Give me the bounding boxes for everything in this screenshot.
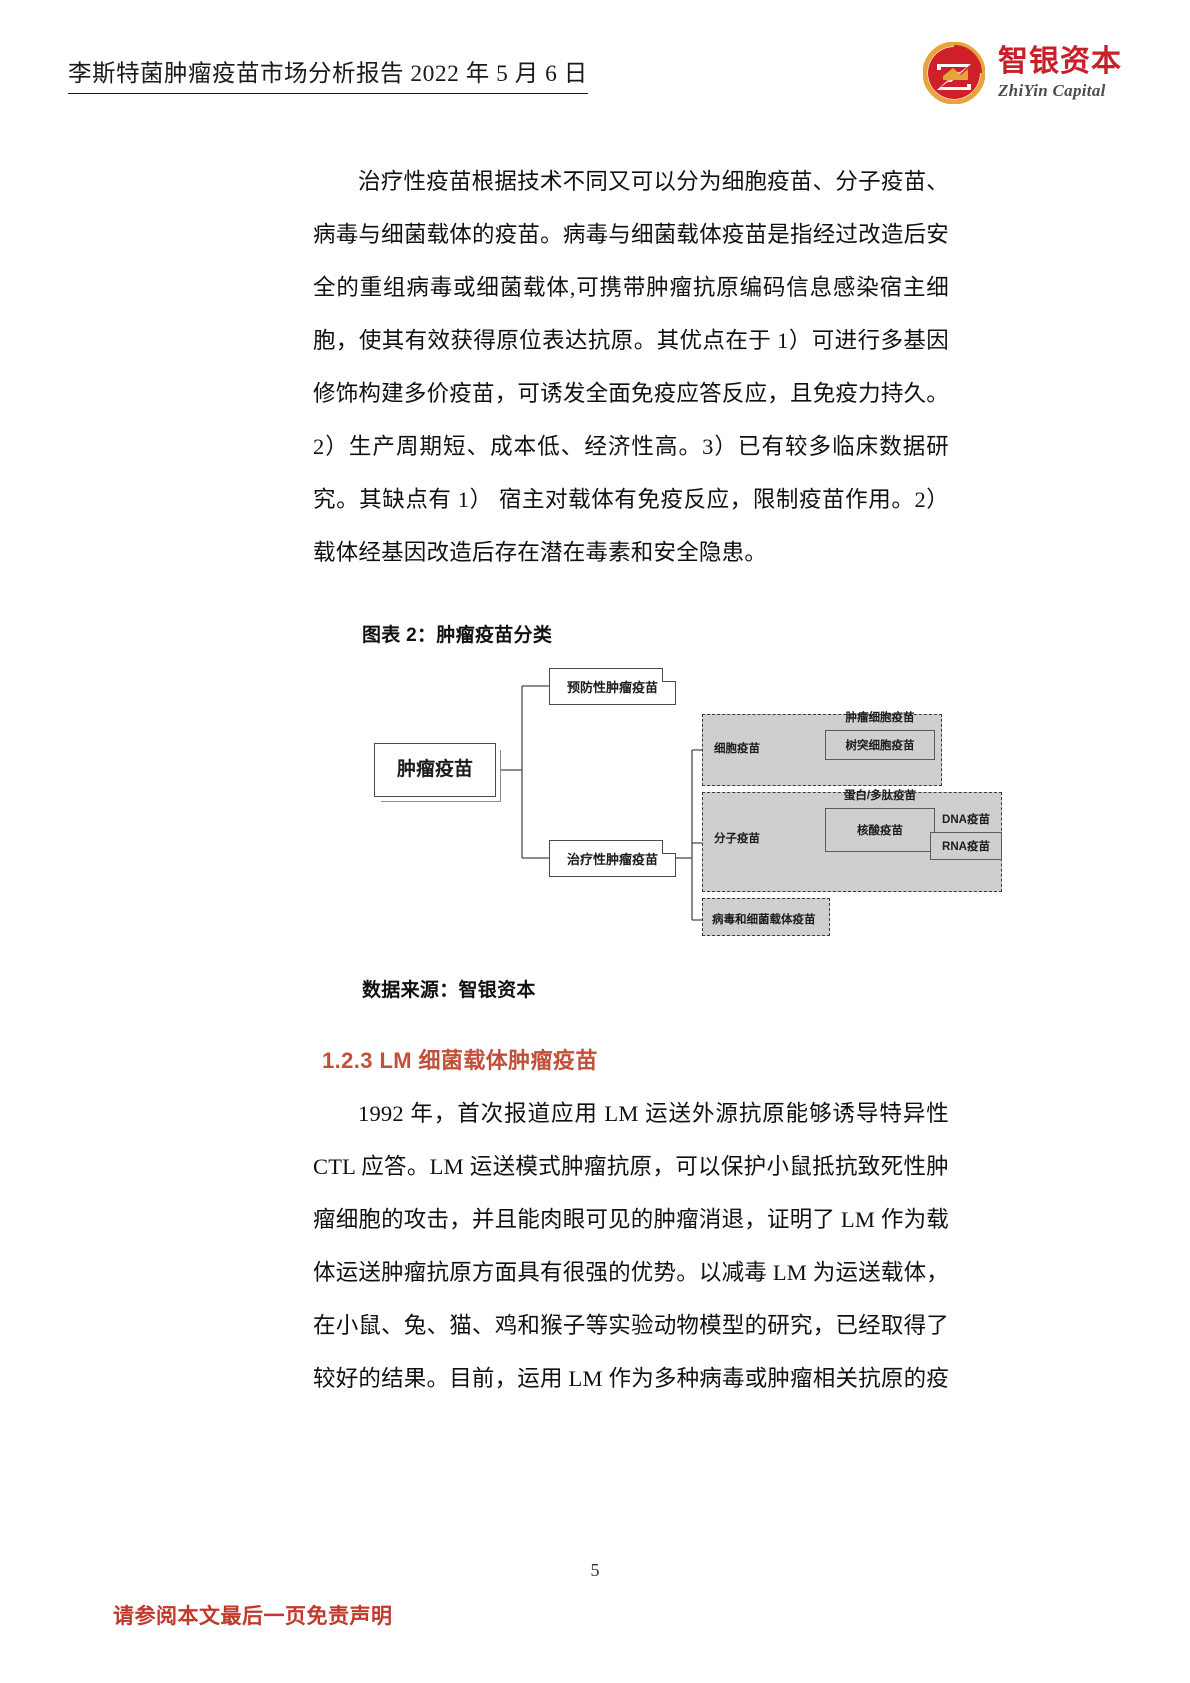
paragraph-1: 治疗性疫苗根据技术不同又可以分为细胞疫苗、分子疫苗、病毒与细菌载体的疫苗。病毒与…	[313, 169, 949, 565]
diagram-node-rna-vaccine: RNA疫苗	[930, 832, 1002, 860]
diagram-label-vector-vaccine: 病毒和细菌载体疫苗	[712, 914, 816, 926]
figure-source: 数据来源：智银资本	[362, 980, 536, 1001]
logo-company-name-cn: 智银资本	[998, 45, 1122, 78]
page-header: 李斯特菌肿瘤疫苗市场分析报告 2022 年 5 月 6 日 智银资本 ZhiYi…	[68, 41, 1122, 114]
footer-disclaimer: 请参阅本文最后一页免责声明	[113, 1605, 393, 1628]
diagram-node-dna-vaccine: DNA疫苗	[942, 814, 990, 826]
diagram-node-dendritic-cell-vaccine: 树突细胞疫苗	[825, 730, 935, 760]
diagram-node-therapeutic: 治疗性肿瘤疫苗	[549, 840, 676, 877]
diagram-node-tumor-cell-vaccine: 肿瘤细胞疫苗	[845, 712, 915, 724]
section-heading: 1.2.3 LM 细菌载体肿瘤疫苗	[322, 1048, 598, 1073]
diagram-node-protein-peptide-vaccine: 蛋白/多肽疫苗	[843, 790, 917, 802]
page-number: 5	[590, 1560, 600, 1580]
diagram-label-molecular-vaccine: 分子疫苗	[714, 833, 760, 845]
header-title: 李斯特菌肿瘤疫苗市场分析报告 2022 年 5 月 6 日	[68, 54, 588, 94]
body-content-top: 治疗性疫苗根据技术不同又可以分为细胞疫苗、分子疫苗、病毒与细菌载体的疫苗。病毒与…	[313, 155, 949, 579]
diagram-node-preventive: 预防性肿瘤疫苗	[549, 668, 676, 705]
diagram-node-root: 肿瘤疫苗	[374, 743, 496, 797]
figure-title: 图表 2：肿瘤疫苗分类	[362, 625, 553, 646]
body-content-bottom: 1992 年，首次报道应用 LM 运送外源抗原能够诱导特异性 CTL 应答。LM…	[313, 1087, 949, 1405]
diagram-node-nucleic-acid-vaccine: 核酸疫苗	[825, 808, 935, 852]
company-logo: 智银资本 ZhiYin Capital	[922, 41, 1122, 105]
zhiyin-logo-icon	[922, 41, 986, 105]
logo-company-name-en: ZhiYin Capital	[998, 81, 1106, 100]
paragraph-2: 1992 年，首次报道应用 LM 运送外源抗原能够诱导特异性 CTL 应答。LM…	[313, 1101, 950, 1391]
diagram-group-vector-vaccine	[702, 898, 830, 936]
tumor-vaccine-classification-diagram: 肿瘤疫苗 预防性肿瘤疫苗 治疗性肿瘤疫苗 细胞疫苗 分子疫苗 病毒和细菌载体疫苗…	[362, 658, 1002, 968]
diagram-label-cell-vaccine: 细胞疫苗	[714, 743, 760, 755]
